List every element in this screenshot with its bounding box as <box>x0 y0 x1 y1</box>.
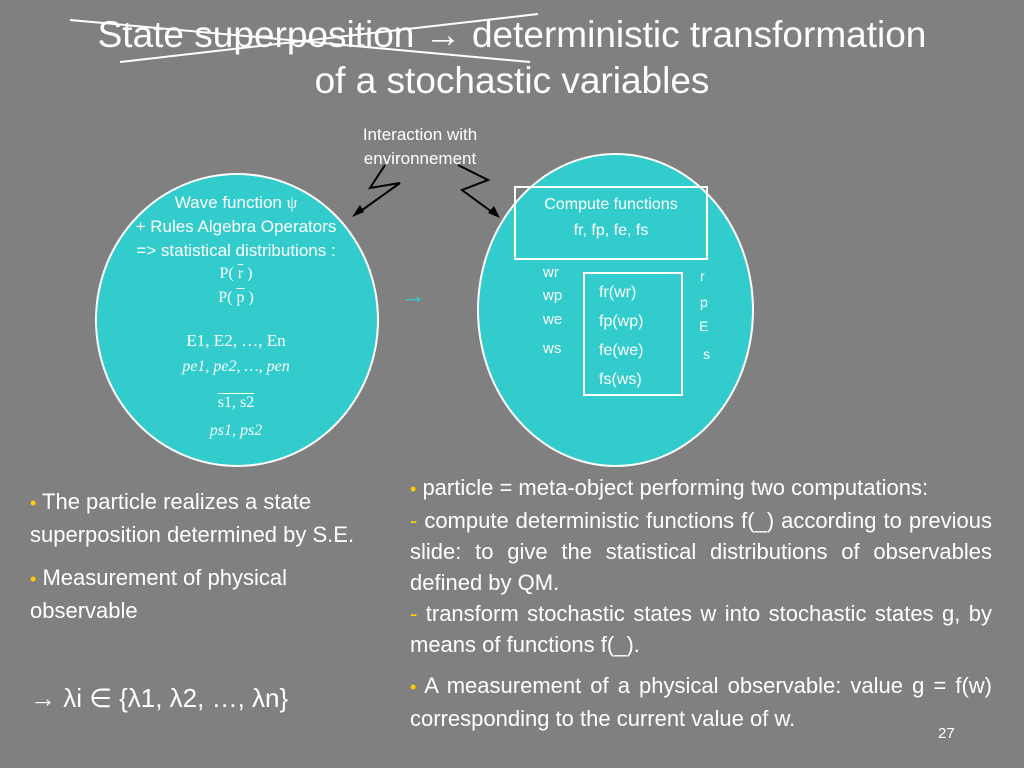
left-lightning <box>357 164 401 214</box>
prob-p: P( p ) <box>218 289 254 306</box>
input-label: wr <box>543 264 559 281</box>
wave-function-circle <box>95 173 379 467</box>
input-label: ws <box>543 340 562 357</box>
output-label: r <box>700 268 705 284</box>
psi-symbol: ψ <box>286 193 298 212</box>
bullet-item: • particle = meta-object performing two … <box>410 475 929 500</box>
compute-title: Compute functions <box>544 196 678 213</box>
left-bullet-list: • The particle realizes a state superpos… <box>30 486 375 638</box>
input-label: we <box>543 311 563 328</box>
output-label: s <box>703 346 710 362</box>
energy-levels: E1, E2, …, En <box>186 331 286 350</box>
transition-arrow: → <box>400 280 426 310</box>
function-item: fe(we) <box>599 342 644 359</box>
function-item: fs(ws) <box>599 371 642 388</box>
bullet-item: • The particle realizes a state superpos… <box>30 489 355 547</box>
bullet-item: • A measurement of a physical observable… <box>410 673 992 731</box>
title-arrow: → <box>424 14 462 55</box>
stat-text: => statistical distributions : <box>136 241 336 260</box>
right-bullet-list: • particle = meta-object performing two … <box>410 472 992 734</box>
right-lightning <box>457 164 497 216</box>
title-text-main: deterministic transformation <box>471 14 927 55</box>
sub-bullet-item: - compute deterministic functions f(_) a… <box>410 508 992 595</box>
slide-title: State superposition → deterministic tran… <box>0 12 1024 104</box>
bullet-item: • Measurement of physical observable <box>30 565 287 623</box>
spin-values: s1, s2 <box>217 394 255 411</box>
input-label: wp <box>543 287 563 304</box>
spin-probabilities: ps1, ps2 <box>209 422 263 439</box>
interaction-label: Interaction with environnement <box>362 125 478 168</box>
rules-text: + Rules Algebra Operators <box>135 217 337 236</box>
wave-function-text: Wave function ψ + Rules Algebra Operator… <box>105 191 367 263</box>
function-item: fp(wp) <box>599 313 644 330</box>
compute-functions-box: Compute functions fr, fp, fe, fs <box>514 186 708 260</box>
output-label: E <box>699 318 709 334</box>
cross-line-2 <box>119 13 539 63</box>
prob-r: P( r ) <box>219 265 253 282</box>
sub-bullet-item: - transform stochastic states w into sto… <box>410 601 992 657</box>
output-label: p <box>700 294 708 310</box>
energy-probabilities: pe1, pe2, …, pen <box>182 358 290 375</box>
function-box: fr(wr) fp(wp) fe(we) fs(ws) <box>583 272 683 396</box>
function-item: fr(wr) <box>599 284 637 301</box>
compute-functions: fr, fp, fe, fs <box>573 222 649 239</box>
title-line-2: of a stochastic variables <box>314 60 710 101</box>
page-number: 27 <box>938 725 955 742</box>
eigenvalue-line: → λi ∈ {λ1, λ2, …, λn} <box>30 683 289 713</box>
